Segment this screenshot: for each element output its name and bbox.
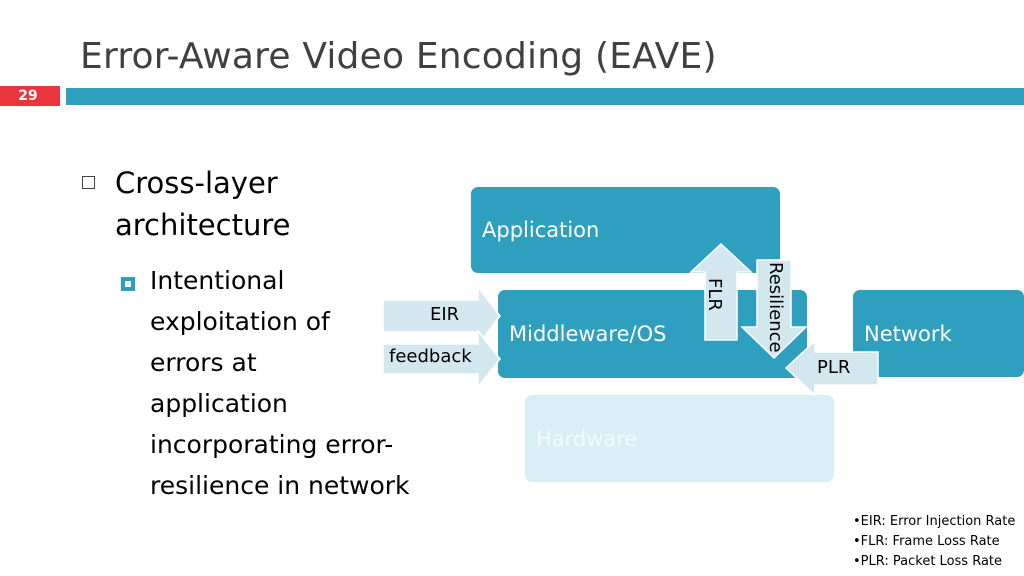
bullet-level2-line: errors at: [150, 348, 257, 377]
bullet-square-icon: [82, 176, 95, 189]
feedback-label: feedback: [389, 346, 472, 367]
footnote-eir: •EIR: Error Injection Rate: [853, 514, 1016, 529]
flr-label: FLR: [704, 278, 725, 311]
hardware-label: Hardware: [536, 426, 638, 451]
bullet-level1: Cross-layer architecture: [115, 162, 385, 246]
slide-title: Error-Aware Video Encoding (EAVE): [80, 36, 717, 77]
bullet-level2-line: resilience in network: [150, 471, 410, 500]
plr-label: PLR: [817, 357, 851, 378]
network-box: Network: [853, 290, 1024, 377]
page-number: 29: [18, 88, 38, 104]
flr-arrow: [689, 242, 753, 341]
network-label: Network: [864, 321, 952, 346]
bullet-filled-square-icon: [121, 277, 135, 291]
bullet-level2-line: application: [150, 389, 288, 418]
resilience-arrow: [740, 259, 808, 360]
bullet-level1-line: architecture: [115, 208, 291, 242]
footnote-plr: •PLR: Packet Loss Rate: [853, 554, 1003, 569]
bullet-level2-line: Intentional: [150, 266, 285, 295]
eir-arrow: [382, 284, 501, 348]
title-underline-bar: [66, 88, 1024, 105]
feedback-arrow: [382, 328, 501, 390]
bullet-level2-line: incorporating error-: [150, 430, 394, 459]
plr-arrow: [784, 339, 879, 397]
bullet-level1-line: Cross-layer: [115, 166, 278, 200]
resilience-label: Resilience: [765, 262, 786, 353]
page-number-badge: [0, 86, 60, 106]
eir-label: EIR: [430, 304, 460, 325]
bullet-level2-line: exploitation of: [150, 307, 330, 336]
bullet-level2: Intentional exploitation of errors at ap…: [150, 260, 440, 506]
application-label: Application: [482, 218, 600, 242]
application-box: Application: [471, 187, 780, 273]
middleware-label: Middleware/OS: [509, 322, 667, 346]
footnote-flr: •FLR: Frame Loss Rate: [853, 534, 1000, 549]
hardware-box: Hardware: [525, 395, 834, 482]
